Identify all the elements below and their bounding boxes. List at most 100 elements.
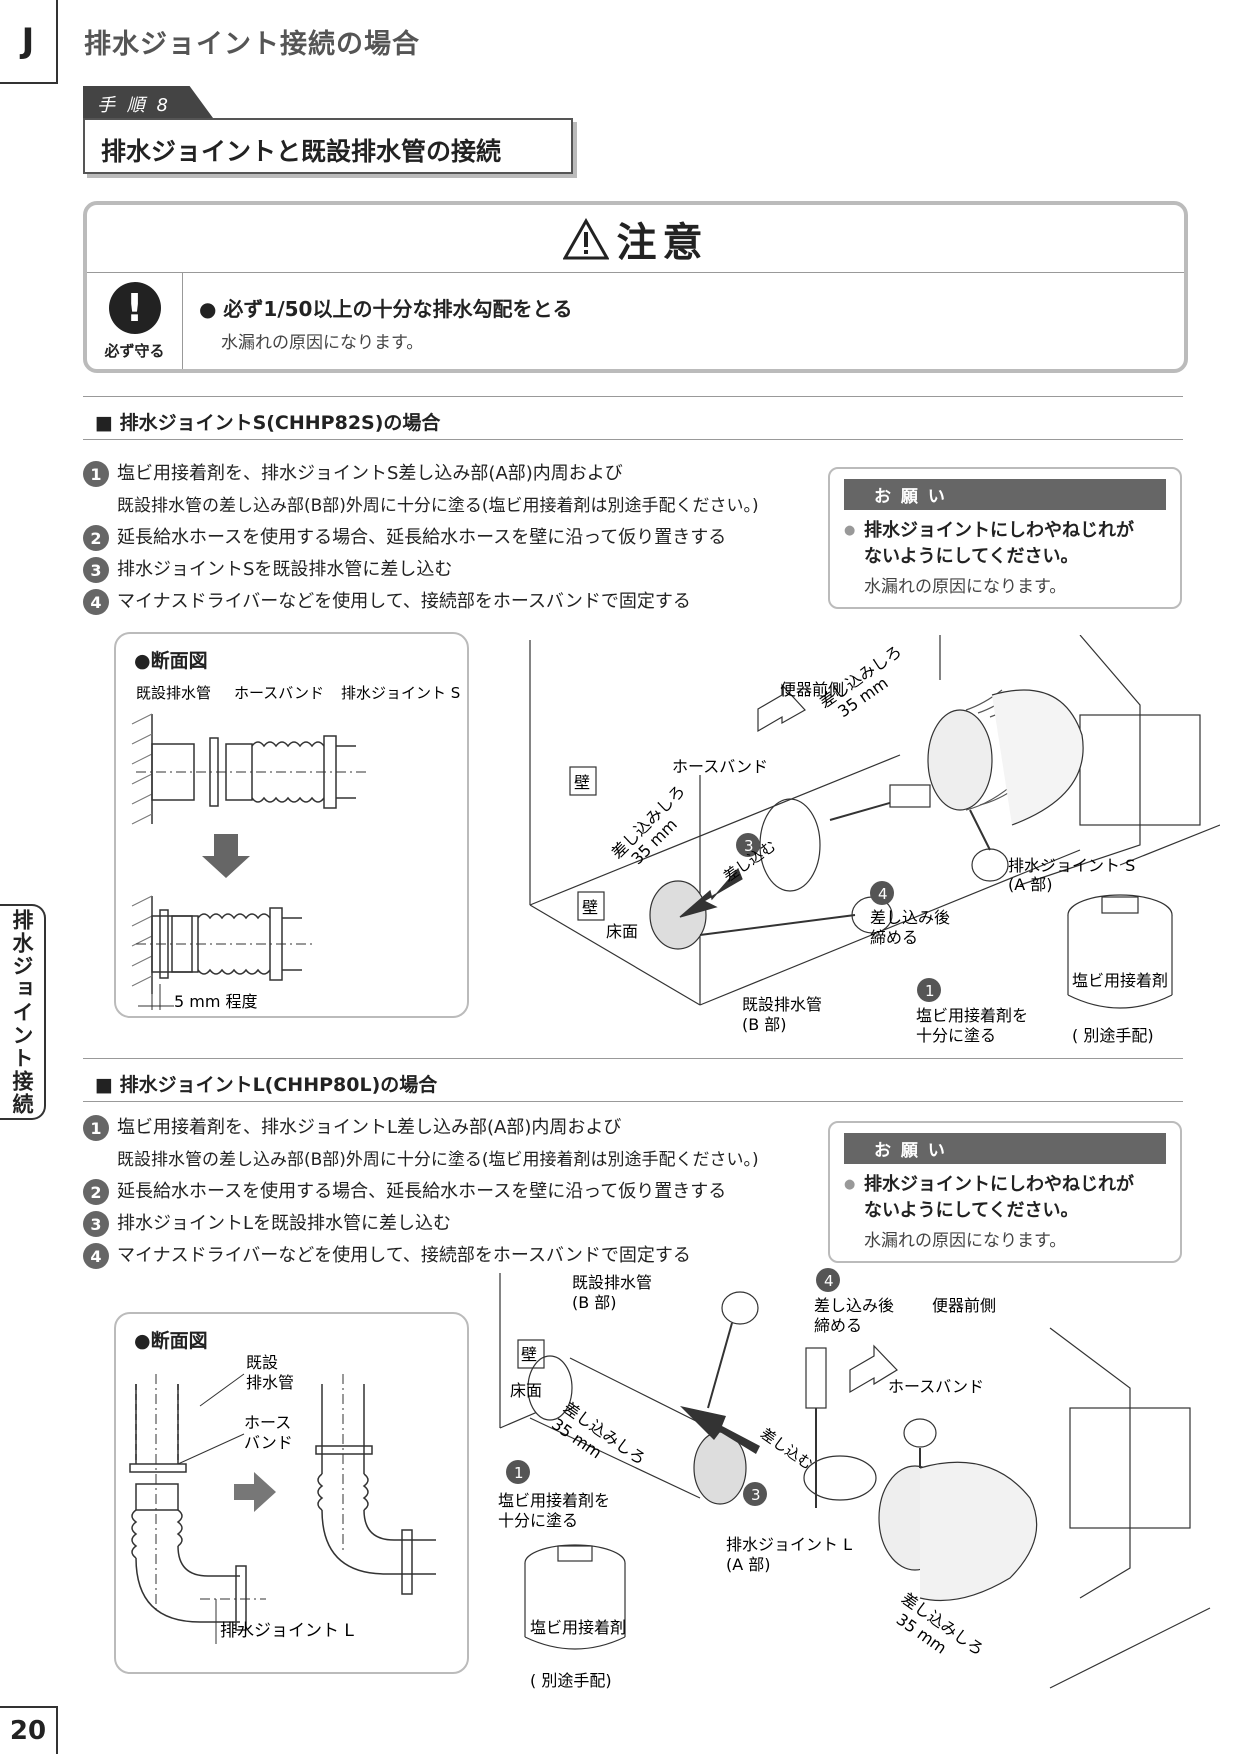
- step-number: 2: [83, 525, 109, 551]
- step-marker-3: [736, 833, 760, 857]
- step-item: 2 延長給水ホースを使用する場合、延長給水ホースを壁に沿って仮り置きする: [83, 1176, 823, 1208]
- step-number: 1: [83, 1115, 109, 1141]
- marker-1: 1: [514, 1464, 524, 1482]
- label-band-1: ホース: [244, 1413, 291, 1432]
- caution-box: 注意 ! 必ず守る ● 必ず1/50以上の十分な排水勾配をとる 水漏れの原因にな…: [83, 201, 1188, 373]
- label-toilet-front: 便器前側: [780, 680, 844, 699]
- step-number: 2: [83, 1179, 109, 1205]
- label-can-note: ( 別途手配): [1072, 1026, 1154, 1045]
- must-follow-mark: ! 必ず守る: [87, 273, 183, 369]
- label-pipe-1: 既設排水管: [742, 995, 822, 1014]
- label-joint-l: 排水ジョイント L: [220, 1621, 354, 1641]
- label-toilet-front: 便器前側: [932, 1296, 996, 1315]
- section-title: 排水ジョイント接続の場合: [84, 29, 420, 60]
- label-tighten-2: 締める: [870, 928, 918, 947]
- label-tighten-1: 差し込み後: [814, 1296, 894, 1315]
- label-wall-2: 壁: [582, 898, 598, 917]
- label-glue-2: 十分に塗る: [916, 1026, 996, 1045]
- request-sub: 水漏れの原因になります。: [864, 577, 1067, 597]
- label-joint-2: (A 部): [726, 1555, 771, 1574]
- side-chapter-tab: 排水ジョイント接続: [0, 904, 46, 1120]
- cross-section-panel-s: ●断面図 既設排水管 ホースバンド 排水ジョイント S: [114, 632, 469, 1018]
- step-title: 排水ジョイントと既設排水管の接続: [83, 118, 573, 174]
- step-item: 2 延長給水ホースを使用する場合、延長給水ホースを壁に沿って仮り置きする: [83, 522, 823, 554]
- request-heading: お 願 い: [844, 479, 1166, 510]
- step-text: 排水ジョイントLを既設排水管に差し込む: [117, 1213, 452, 1234]
- step-marker-4: [870, 881, 894, 905]
- step-text-cont: 既設排水管の差し込み部(B部)外周に十分に塗る(塩ビ用接着剤は別途手配ください。…: [117, 496, 759, 516]
- label-depth: 5 mm 程度: [174, 992, 258, 1011]
- step-number: 4: [83, 1243, 109, 1269]
- step-number: 3: [83, 557, 109, 583]
- marker-1: 1: [925, 982, 935, 1000]
- label-floor: 床面: [606, 922, 638, 941]
- label-wall-1: 壁: [574, 773, 590, 792]
- label-floor: 床面: [510, 1381, 542, 1400]
- request-main-line1: 排水ジョイントにしわやねじれが: [864, 520, 1134, 541]
- section-s-steps: 1 塩ビ用接着剤を、排水ジョイントS差し込み部(A部)内周および既設排水管の差し…: [83, 458, 823, 618]
- label-can-note: ( 別途手配): [530, 1671, 612, 1690]
- label-pipe-2: 排水管: [246, 1373, 294, 1392]
- step-text-cont: 既設排水管の差し込み部(B部)外周に十分に塗る(塩ビ用接着剤は別途手配ください。…: [117, 1150, 759, 1170]
- request-heading: お 願 い: [844, 1133, 1166, 1164]
- label-push-in: 差し込む: [757, 1424, 816, 1473]
- section-l-heading: ■ 排水ジョイントL(CHHP80L)の場合: [83, 1058, 1183, 1102]
- request-sub: 水漏れの原因になります。: [864, 1231, 1067, 1251]
- label-hose-band: ホースバンド: [234, 684, 324, 702]
- label-can: 塩ビ用接着剤: [530, 1618, 626, 1637]
- label-joint-2: (A 部): [1008, 875, 1053, 894]
- section-s-heading: ■ 排水ジョイントS(CHHP82S)の場合: [83, 396, 1183, 440]
- side-tab-label: 排水ジョイント接続: [10, 908, 34, 1116]
- step-text: マイナスドライバーなどを使用して、接続部をホースバンドで固定する: [117, 1245, 691, 1266]
- label-glue-1: 塩ビ用接着剤を: [498, 1491, 610, 1510]
- step-marker-1: [506, 1460, 530, 1484]
- label-tighten-2: 締める: [814, 1316, 862, 1335]
- marker-3: 3: [751, 1486, 761, 1504]
- label-pipe-1: 既設: [246, 1353, 278, 1372]
- must-label: 必ず守る: [104, 341, 165, 360]
- cross-section-panel-l: ●断面図 既設 排水管 ホース バンド: [114, 1312, 469, 1674]
- step-marker-3: [743, 1482, 767, 1506]
- label-band-2: バンド: [244, 1433, 293, 1452]
- step-text: 塩ビ用接着剤を、排水ジョイントS差し込み部(A部)内周および: [117, 463, 623, 484]
- section-l-steps: 1 塩ビ用接着剤を、排水ジョイントL差し込み部(A部)内周および既設排水管の差し…: [83, 1112, 823, 1272]
- panel-title: ●断面図: [134, 1330, 208, 1352]
- step-item: 4 マイナスドライバーなどを使用して、接続部をホースバンドで固定する: [83, 586, 823, 618]
- caution-header: 注意: [87, 205, 1184, 273]
- step-number: 3: [83, 1211, 109, 1237]
- label-pipe-1: 既設排水管: [572, 1273, 652, 1292]
- label-joint-s: 排水ジョイント S: [341, 684, 460, 702]
- caution-title: 注意: [616, 219, 709, 266]
- caution-sub-text: 水漏れの原因になります。: [221, 333, 424, 353]
- label-wall: 壁: [521, 1345, 537, 1364]
- step-text: マイナスドライバーなどを使用して、接続部をホースバンドで固定する: [117, 591, 691, 612]
- step-text: 延長給水ホースを使用する場合、延長給水ホースを壁に沿って仮り置きする: [117, 527, 727, 548]
- step-item: 1 塩ビ用接着剤を、排水ジョイントL差し込み部(A部)内周および既設排水管の差し…: [83, 1112, 823, 1176]
- marker-4: 4: [824, 1272, 834, 1290]
- chapter-tab: J: [0, 0, 58, 84]
- label-hose-band: ホースバンド: [672, 757, 768, 776]
- request-main-line1: 排水ジョイントにしわやねじれが: [864, 1174, 1134, 1195]
- step-item: 3 排水ジョイントSを既設排水管に差し込む: [83, 554, 823, 586]
- request-main-line2: ないようにしてください。: [864, 1200, 1079, 1221]
- installation-illustration-l: 既設排水管 (B 部) 4 差し込み後 締める 便器前側 壁 床面 ホースバンド…: [498, 1268, 1211, 1690]
- step-item: 4 マイナスドライバーなどを使用して、接続部をホースバンドで固定する: [83, 1240, 823, 1272]
- step-text: 排水ジョイントSを既設排水管に差し込む: [117, 559, 453, 580]
- panel-title: ●断面図: [134, 650, 208, 672]
- step-label: 手 順 8: [83, 86, 213, 118]
- request-main-line2: ないようにしてください。: [864, 546, 1079, 567]
- label-tighten-1: 差し込み後: [870, 908, 950, 927]
- step-number: 1: [83, 461, 109, 487]
- marker-4: 4: [878, 885, 888, 903]
- cross-section-diagram-s: 既設排水管 ホースバンド 排水ジョイント S: [131, 684, 460, 1011]
- label-joint-1: 排水ジョイント L: [726, 1535, 852, 1554]
- caution-main-text: ● 必ず1/50以上の十分な排水勾配をとる: [199, 297, 573, 321]
- step-number: 4: [83, 589, 109, 615]
- step-marker-4: [816, 1268, 840, 1292]
- cross-section-diagram-l: 既設 排水管 ホース バンド: [129, 1353, 436, 1644]
- marker-3: 3: [744, 837, 754, 855]
- exclamation-icon: !: [108, 281, 161, 334]
